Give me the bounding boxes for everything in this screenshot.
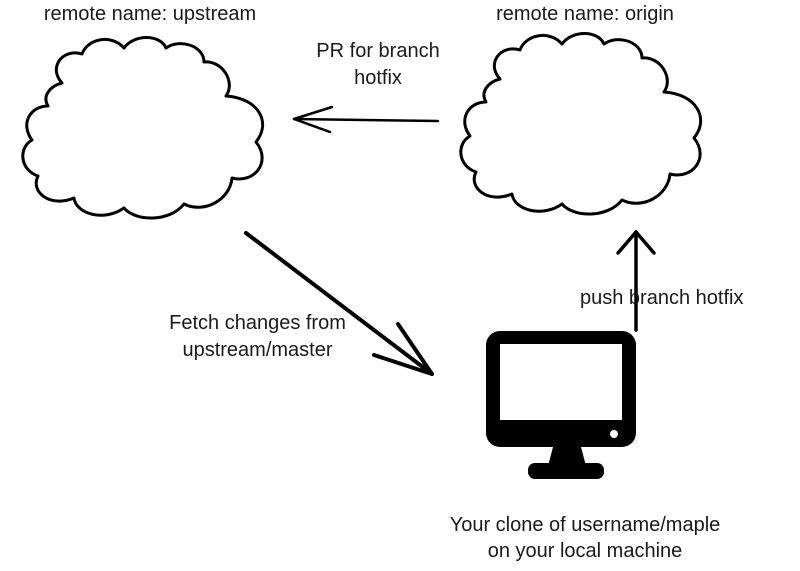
pr-label-line1: PR for branch: [316, 40, 440, 62]
fetch-label-line2: upstream/master: [182, 339, 333, 361]
upstream-cloud: [21, 36, 265, 220]
push-label: push branch hotfix: [580, 287, 744, 309]
push-arrow: [616, 230, 656, 332]
fetch-label-line1: Fetch changes from: [169, 312, 346, 334]
upstream-remote-label: remote name: upstream: [43, 3, 257, 25]
pr-label-line2: hotfix: [354, 67, 402, 89]
origin-remote-label: remote name: origin: [496, 3, 674, 25]
pr-label: PR for branch hotfix: [288, 38, 468, 92]
pr-arrow: [292, 105, 440, 134]
local-clone-label-line2: on your local machine: [487, 540, 683, 562]
fetch-arrow: [244, 231, 434, 376]
computer-monitor-icon: [486, 331, 636, 479]
local-clone-label-line1: Your clone of username/maple: [449, 514, 721, 536]
origin-cloud: [459, 32, 703, 216]
fetch-label: Fetch changes from upstream/master: [145, 310, 370, 364]
local-clone-label: Your clone of username/maple on your loc…: [410, 512, 760, 564]
